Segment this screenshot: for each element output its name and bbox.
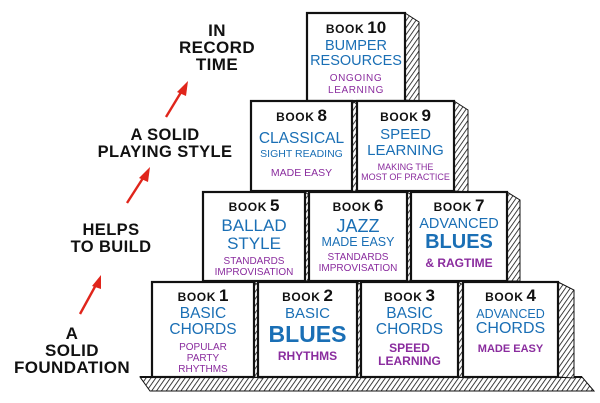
book-subtitle: STANDARDS IMPROVISATION <box>214 255 294 278</box>
book-title: ADVANCED CHORDS <box>475 307 546 338</box>
caption-record-time: IN RECORD TIME <box>178 21 256 74</box>
book-title: BALLAD STYLE <box>221 216 287 253</box>
ground-shadow <box>139 376 596 392</box>
arrow-icon-1 <box>78 275 101 315</box>
book-title: CLASSICAL <box>258 130 345 147</box>
book-title: BASIC CHORDS <box>375 305 444 339</box>
book-title: BUMPER RESOURCES <box>310 38 402 70</box>
book-subtitle: SIGHT READING MADE EASY <box>260 148 343 180</box>
book-subtitle: STANDARDS IMPROVISATION <box>318 252 398 275</box>
caption-helps-to-build: HELPS TO BUILD <box>70 221 152 256</box>
block-faces <box>150 11 560 379</box>
book-subtitle: POPULAR PARTY RHYTHMS <box>178 341 228 375</box>
book-subtitle: & RAGTIME <box>425 256 493 271</box>
book-subtitle: ONGOING LEARNING <box>328 73 384 96</box>
caption-solid-playing-style: A SOLID PLAYING STYLE <box>97 126 233 161</box>
book-title: BASIC BLUES <box>268 305 347 347</box>
book-title: ADVANCED BLUES <box>419 216 499 254</box>
book-subtitle: MAKING THE MOST OF PRACTICE <box>361 161 450 182</box>
arrow-icon-3 <box>164 81 188 118</box>
book-subtitle: RHYTHMS <box>277 348 338 363</box>
book-subtitle: MADE EASY <box>477 342 544 355</box>
arrow-icon-2 <box>125 167 150 204</box>
book-subtitle: SPEED LEARNING <box>378 340 441 368</box>
caption-solid-foundation: A SOLID FOUNDATION <box>13 324 131 377</box>
book-title: SPEED LEARNING <box>367 126 444 159</box>
progress-arrows <box>78 81 188 315</box>
book-title: JAZZ MADE EASY <box>321 216 395 249</box>
book-title: BASIC CHORDS <box>169 305 237 339</box>
